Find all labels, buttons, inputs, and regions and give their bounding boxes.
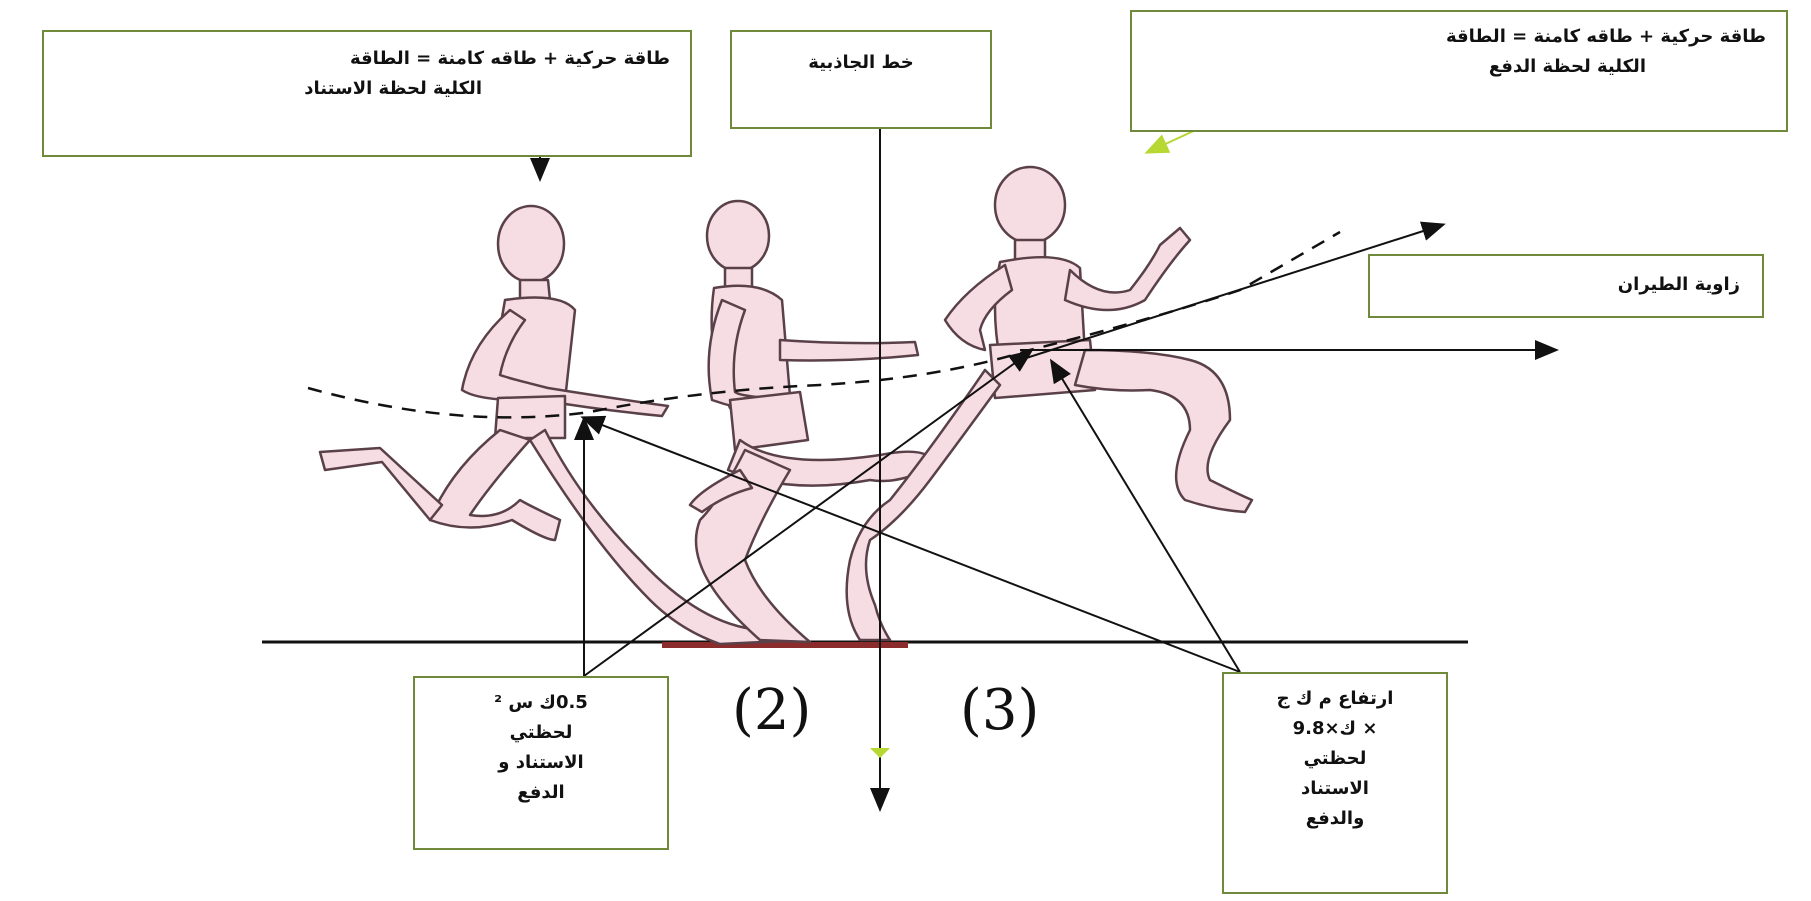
push-energy-box: طاقة حركية + طاقه كامنة = الطاقة الكلية … (1130, 10, 1788, 132)
gravity-line-label: خط الجاذبية (750, 48, 972, 78)
potential-formula-line-2: × ك×9.8 (1236, 714, 1434, 744)
kinetic-formula-line-3: الاستناد و (427, 748, 655, 778)
kinetic-formula-line-2: لحظتي (427, 718, 655, 748)
phase-3-label: (3) (960, 678, 1039, 743)
push-energy-line-2: الكلية لحظة الدفع (1152, 52, 1766, 82)
gravity-marker (870, 748, 890, 758)
kinetic-formula-box: 0.5ك س ² لحظتي الاستناد و الدفع (413, 676, 669, 850)
phase-2-label: (2) (732, 678, 811, 743)
runner-middle-phase (690, 201, 935, 642)
potential-formula-line-5: والدفع (1236, 804, 1434, 834)
flight-angle-label: زاوية الطيران (1392, 270, 1740, 300)
kinetic-formula-line-4: الدفع (427, 778, 655, 808)
push-energy-line-1: طاقة حركية + طاقه كامنة = الطاقة (1152, 22, 1766, 52)
support-energy-box: طاقة حركية + طاقه كامنة = الطاقة الكلية … (42, 30, 692, 157)
takeoff-pad (662, 642, 908, 648)
potential-formula-line-3: لحظتي (1236, 744, 1434, 774)
support-energy-line-1: طاقة حركية + طاقه كامنة = الطاقة (64, 44, 670, 74)
potential-formula-box: ارتفاع م ك ج × ك×9.8 لحظتي الاستناد والد… (1222, 672, 1448, 894)
support-energy-line-2: الكلية لحظة الاستناد (64, 74, 670, 104)
gravity-line-box: خط الجاذبية (730, 30, 992, 129)
potential-formula-line-1: ارتفاع م ك ج (1236, 684, 1434, 714)
runner-push-phase (847, 167, 1252, 640)
potential-formula-line-4: الاستناد (1236, 774, 1434, 804)
flight-angle-box: زاوية الطيران (1368, 254, 1764, 318)
kinetic-formula-line-1: 0.5ك س ² (427, 688, 655, 718)
